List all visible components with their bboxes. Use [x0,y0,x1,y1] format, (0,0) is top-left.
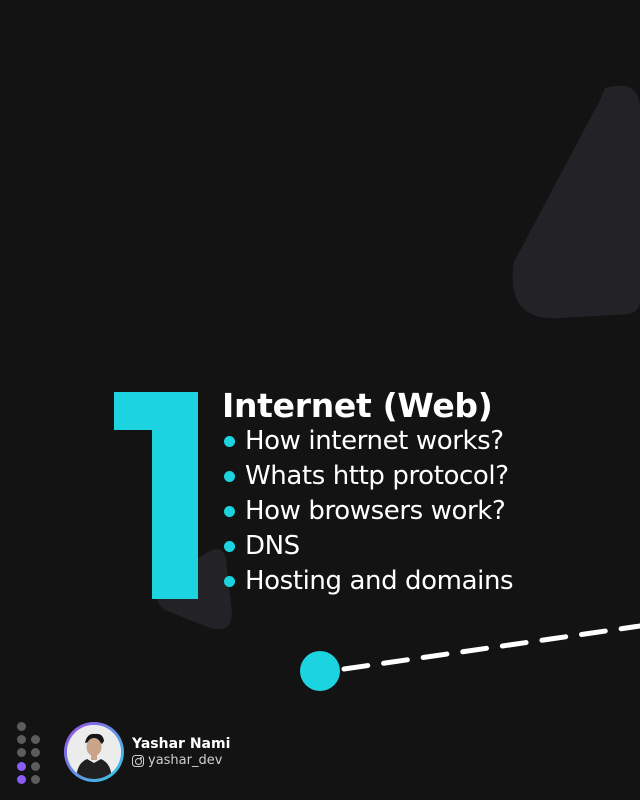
indicator-dot [31,748,40,757]
indicator-dot-active [17,762,26,771]
avatar-face [86,738,102,756]
timeline-dashed-line [341,623,640,672]
author-handle-row: yashar_dev [132,753,230,769]
section-number-glyph [114,392,198,599]
bullet-icon [224,471,235,482]
list-item: How browsers work? [222,494,513,529]
list-item-text: Hosting and domains [245,566,514,596]
author-info: Yashar Nami yashar_dev [132,736,230,769]
indicator-dot [17,748,26,757]
bullet-icon [224,506,235,517]
indicator-dot [17,735,26,744]
indicator-dot [31,762,40,771]
author-profile: Yashar Nami yashar_dev [64,722,230,782]
indicator-dot [31,735,40,744]
indicator-dot-active [17,775,26,784]
number-one-shape [114,392,198,599]
section-content: Internet (Web) How internet works? Whats… [222,386,514,599]
list-item-text: DNS [245,531,300,561]
section-title: Internet (Web) [222,386,493,425]
list-item-text: How browsers work? [245,496,506,526]
instagram-icon [132,754,144,767]
bullet-icon [224,541,235,552]
avatar-image [67,725,121,779]
person-icon [67,725,121,779]
avatar-body [76,759,112,779]
list-item: Whats http protocol? [222,459,513,494]
indicator-dot [17,722,26,731]
list-item-text: How internet works? [245,426,504,456]
author-handle: yashar_dev [148,752,223,768]
list-item-text: Whats http protocol? [245,461,509,491]
bullet-icon [224,436,235,447]
timeline-dot [300,651,340,691]
list-item: Hosting and domains [222,564,514,599]
indicator-dot [31,775,40,784]
list-item: How internet works? [222,424,513,459]
background-triangle-large [512,85,640,319]
bullet-icon [224,576,235,587]
avatar [64,722,124,782]
list-item: DNS [222,529,513,564]
topic-list: How internet works? Whats http protocol?… [222,424,514,599]
author-name: Yashar Nami [132,735,231,752]
